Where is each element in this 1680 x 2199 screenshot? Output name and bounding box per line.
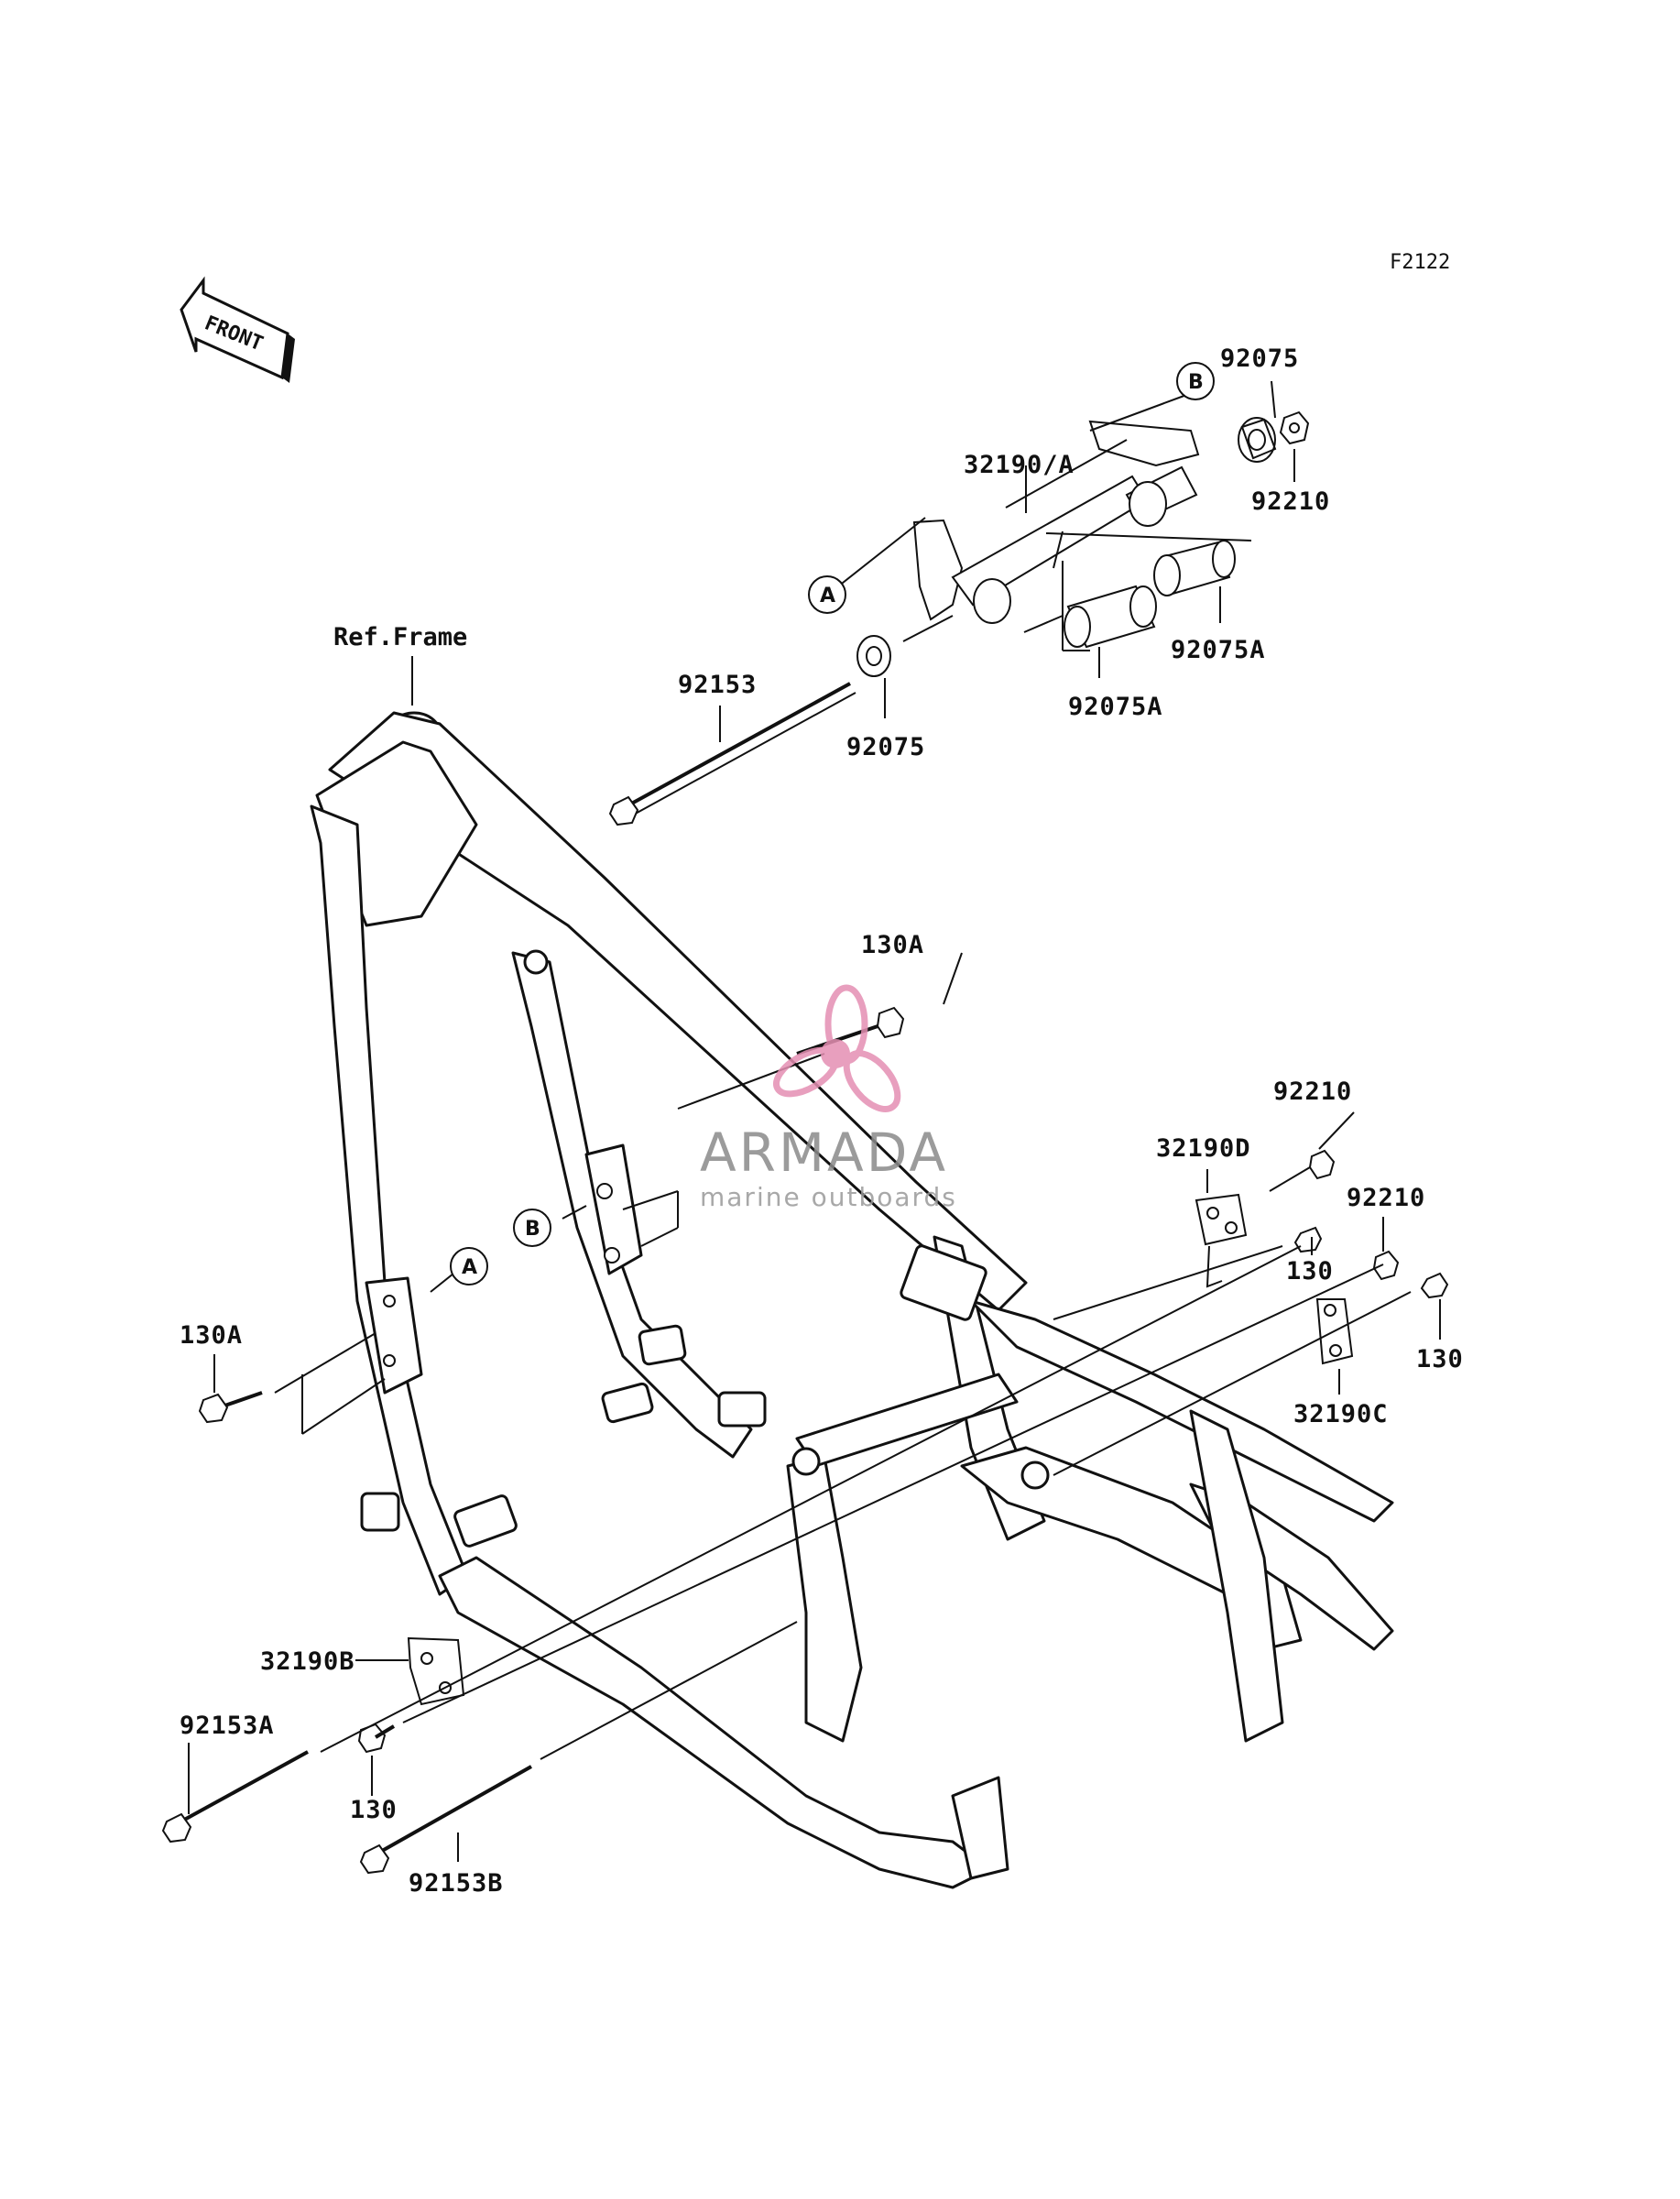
armada-watermark: ARMADA marine outboards	[700, 984, 957, 1212]
part-label-32190c: 32190C	[1293, 1400, 1389, 1428]
mount-bracket-assembly	[608, 410, 1310, 826]
part-label-92075-mid: 92075	[846, 733, 925, 761]
mounting-bolts-lower	[161, 952, 1449, 1875]
part-label-130-r2: 130	[1416, 1345, 1464, 1373]
part-label-130-bottom: 130	[350, 1796, 398, 1824]
svg-text:B: B	[1188, 371, 1204, 394]
part-label-92075-top: 92075	[1220, 345, 1299, 373]
part-label-92153: 92153	[678, 671, 757, 699]
callout-b-mid: B	[513, 1209, 551, 1247]
callout-a-top: A	[808, 575, 846, 614]
part-label-32190a: 32190/A	[964, 451, 1075, 479]
part-label-32190d: 32190D	[1156, 1134, 1251, 1163]
figure-code: F2122	[1390, 251, 1450, 274]
watermark-brand: ARMADA	[700, 1121, 948, 1184]
part-label-92210-top: 92210	[1251, 487, 1330, 516]
part-label-32190b: 32190B	[260, 1647, 355, 1676]
part-label-92075a-mid: 92075A	[1068, 693, 1163, 721]
part-label-130-r1: 130	[1286, 1257, 1334, 1285]
part-labels: Ref.Frame 92075 92210 32190/A 92075A 920…	[180, 345, 1464, 1898]
propeller-logo-icon	[773, 984, 901, 1112]
callout-a-left: A	[450, 1247, 488, 1285]
front-arrow-icon: FRONT	[180, 276, 295, 383]
part-label-92153b: 92153B	[409, 1869, 504, 1898]
part-label-130a-left: 130A	[180, 1321, 243, 1350]
part-label-92075a-right: 92075A	[1171, 636, 1266, 664]
svg-text:A: A	[820, 585, 835, 607]
callout-b-top: B	[1176, 362, 1215, 400]
leader-lines-top	[719, 380, 1295, 742]
ref-frame-label: Ref.Frame	[333, 623, 467, 651]
part-label-130a-top: 130A	[861, 931, 924, 959]
svg-text:A: A	[462, 1256, 477, 1279]
watermark-tagline: marine outboards	[700, 1182, 957, 1212]
part-label-92210-r1: 92210	[1273, 1078, 1352, 1106]
svg-text:B: B	[525, 1218, 540, 1241]
part-label-92210-r2: 92210	[1347, 1184, 1425, 1212]
part-label-92153a: 92153A	[180, 1712, 275, 1740]
motorcycle-frame	[310, 711, 1394, 1889]
